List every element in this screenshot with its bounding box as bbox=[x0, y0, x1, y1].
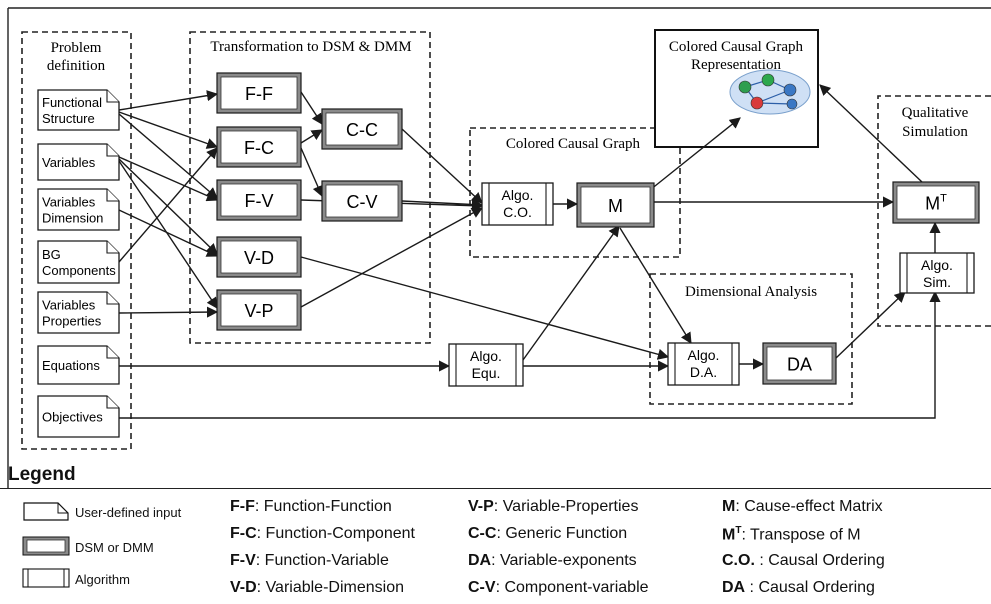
matrix-fc: F-C bbox=[216, 126, 302, 168]
qualitative-title-line1: Qualitative bbox=[902, 105, 969, 121]
abbr-da-causal: DA : Causal Ordering bbox=[722, 579, 875, 596]
input-label: Variables bbox=[42, 195, 96, 210]
matrix-label: C-V bbox=[347, 192, 378, 212]
problem-definition-title-line2: definition bbox=[47, 58, 106, 74]
abbr-ff: F-F: Function-Function bbox=[230, 498, 392, 515]
matrix-vp: V-P bbox=[216, 289, 302, 331]
input-label: BG bbox=[42, 247, 61, 262]
input-label: Components bbox=[42, 263, 116, 278]
legend-dsm-dmm: DSM or DMM bbox=[75, 540, 154, 555]
matrix-da: DA bbox=[762, 342, 837, 385]
algorithm-sim: Algo.Sim. bbox=[899, 252, 975, 294]
transformation-title: Transformation to DSM & DMM bbox=[210, 39, 411, 55]
matrix-superscript: T bbox=[940, 193, 947, 205]
abbr-m: M: Cause-effect Matrix bbox=[722, 498, 883, 515]
problem-definition-title-line1: Problem bbox=[51, 40, 102, 56]
abbr-vp: V-P: Variable-Properties bbox=[468, 498, 639, 515]
matrix-label: C-C bbox=[346, 120, 378, 140]
dimensional-analysis-group bbox=[649, 273, 853, 405]
legend-area bbox=[0, 488, 991, 604]
matrix-cv: C-V bbox=[321, 180, 403, 222]
algorithm-label: Algo. bbox=[502, 187, 534, 203]
legend-user-defined-input: User-defined input bbox=[75, 505, 182, 520]
input-equations: Equations bbox=[37, 345, 120, 385]
input-label: Dimension bbox=[42, 211, 103, 226]
connection-arrows bbox=[118, 84, 941, 419]
algorithm-label: Equ. bbox=[472, 365, 501, 381]
representation-title-line2: Representation bbox=[691, 57, 781, 73]
causal-graph-icon bbox=[729, 69, 811, 115]
input-label: Objectives bbox=[42, 410, 103, 425]
transformation-group bbox=[189, 31, 431, 344]
matrix-label: F-V bbox=[245, 191, 274, 211]
input-label: Structure bbox=[42, 111, 95, 126]
matrix-cc: C-C bbox=[321, 108, 403, 150]
matrix-vd: V-D bbox=[216, 236, 302, 278]
input-label: Properties bbox=[42, 314, 102, 329]
algorithm-label: Algo. bbox=[470, 348, 502, 364]
problem-definition-group bbox=[21, 31, 132, 450]
algorithm-label: C.O. bbox=[503, 204, 532, 220]
matrix-mt: MT bbox=[892, 181, 980, 224]
abbr-da: DA: Variable-exponents bbox=[468, 552, 637, 569]
matrix-label: F-F bbox=[245, 84, 273, 104]
algorithm-label: D.A. bbox=[690, 364, 717, 380]
abbr-cc: C-C: Generic Function bbox=[468, 525, 628, 542]
matrix-label: F-C bbox=[244, 138, 274, 158]
algorithm-symbol bbox=[22, 568, 70, 588]
abbr-mt: MT: Transpose of M bbox=[722, 525, 861, 544]
input-label: Equations bbox=[42, 358, 100, 373]
colored-causal-graph-title: Colored Causal Graph bbox=[506, 136, 641, 152]
representation-title-line1: Colored Causal Graph bbox=[669, 39, 804, 55]
abbr-vd: V-D: Variable-Dimension bbox=[230, 579, 404, 596]
algorithm-co: Algo.C.O. bbox=[481, 182, 554, 226]
matrix-ff: F-F bbox=[216, 72, 302, 114]
algorithm-label: Algo. bbox=[921, 257, 953, 273]
abbr-cv: C-V: Component-variable bbox=[468, 579, 649, 596]
abbr-fv: F-V: Function-Variable bbox=[230, 552, 389, 569]
matrix-fv: F-V bbox=[216, 179, 302, 221]
matrix-label: V-P bbox=[244, 301, 273, 321]
input-label: Variables bbox=[42, 155, 96, 170]
legend-title: Legend bbox=[8, 464, 76, 485]
matrix-label: V-D bbox=[244, 248, 274, 268]
input-objectives: Objectives bbox=[37, 395, 120, 438]
input-variables: Variables bbox=[37, 143, 120, 181]
algorithm-label: Sim. bbox=[923, 274, 951, 290]
algorithm-label: Algo. bbox=[688, 347, 720, 363]
legend-algorithm: Algorithm bbox=[75, 572, 130, 587]
dimensional-analysis-title: Dimensional Analysis bbox=[685, 284, 817, 300]
algorithm-equ: Algo.Equ. bbox=[448, 343, 524, 387]
input-label: Variables bbox=[42, 298, 96, 313]
dsm-dmm-symbol bbox=[22, 536, 70, 556]
user-defined-input-symbol bbox=[23, 502, 69, 521]
abbr-co: C.O. : Causal Ordering bbox=[722, 552, 885, 569]
matrix-label: DA bbox=[787, 355, 812, 375]
abbr-fc: F-C: Function-Component bbox=[230, 525, 415, 542]
qualitative-title-line2: Simulation bbox=[902, 124, 968, 140]
algorithm-da: Algo.D.A. bbox=[667, 342, 740, 386]
input-label: Functional bbox=[42, 95, 102, 110]
matrix-m: M bbox=[576, 182, 655, 228]
matrix-label: M bbox=[608, 196, 623, 216]
